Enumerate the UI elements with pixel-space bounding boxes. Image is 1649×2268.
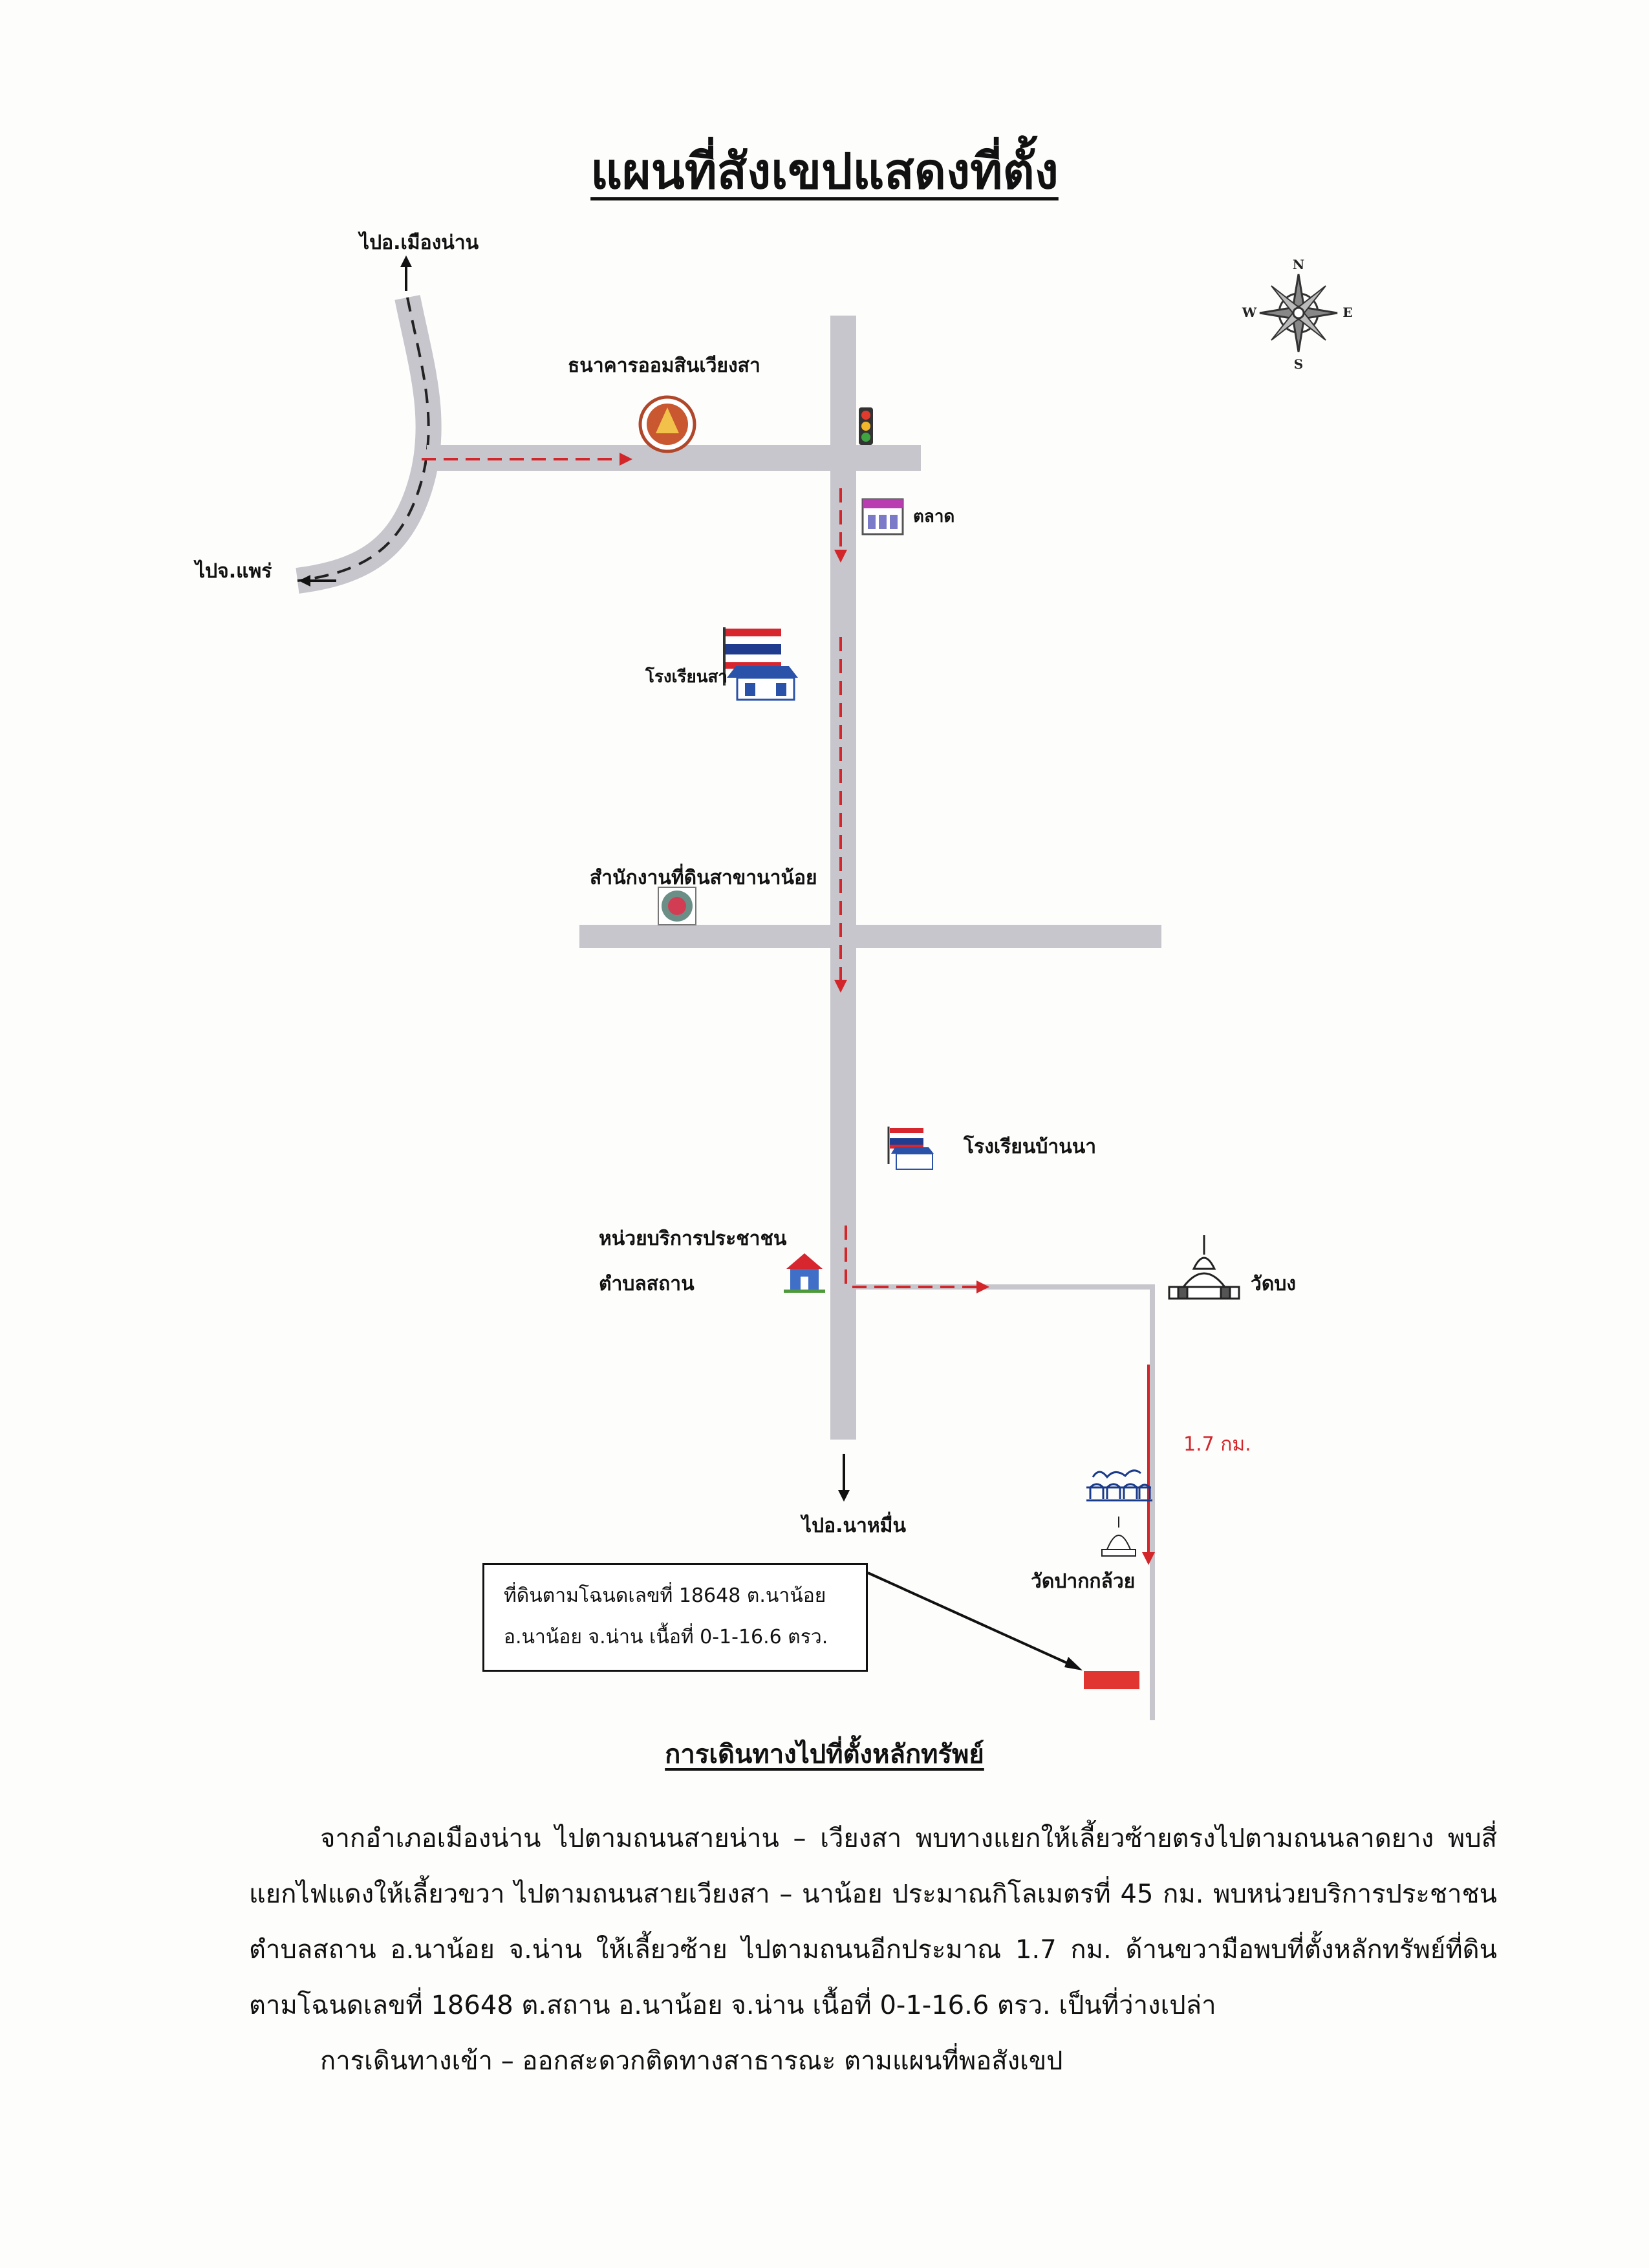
parcel-callout: ที่ดินตามโฉนดเลขที่ 18648 ต.นาน้อย อ.นาน… xyxy=(482,1563,868,1672)
label-market: ตลาด xyxy=(913,507,955,526)
road-wat-bong xyxy=(856,1284,1155,1720)
label-to-na-muen: ไปอ.นาหมื่น xyxy=(802,1515,906,1537)
route-arrowheads xyxy=(620,453,1155,1565)
market-icon xyxy=(861,498,904,535)
label-to-phrae: ไปจ.แพร่ xyxy=(195,560,272,583)
label-bank: ธนาคารออมสินเวียงสา xyxy=(568,354,760,377)
parcel-pointer-line xyxy=(867,1571,1074,1667)
compass-rose-icon xyxy=(1259,274,1338,352)
bank-logo-icon xyxy=(638,395,696,453)
wat-pak-kluai-stupa-icon xyxy=(1101,1517,1136,1557)
label-distance: 1.7 กม. xyxy=(1183,1433,1251,1456)
label-wat-pak-kluai: วัดปากกล้วย xyxy=(1031,1570,1136,1593)
parcel-marker xyxy=(1084,1671,1139,1689)
traffic-light-icon xyxy=(859,407,873,445)
direction-arrows xyxy=(299,255,850,1502)
directions-title: การเดินทางไปที่ตั้งหลักทรัพย์ xyxy=(665,1740,984,1769)
svg-text:S: S xyxy=(1294,356,1303,372)
route-arrows xyxy=(422,458,984,1290)
page-title: แผนที่สังเขปแสดงที่ตั้ง xyxy=(590,142,1059,200)
road-land-office xyxy=(579,925,1161,948)
directions-paragraph-2: การเดินทางเข้า – ออกสะดวกติดทางสาธารณะ ต… xyxy=(320,2046,1063,2076)
house-icon xyxy=(784,1253,825,1293)
label-to-mueang-nan: ไปอ.เมืองน่าน xyxy=(360,232,479,254)
handdrawn-fence-icon xyxy=(1086,1469,1152,1502)
svg-text:N: N xyxy=(1293,257,1304,272)
label-service-unit-line1: หน่วยบริการประชาชน xyxy=(599,1227,787,1250)
road-nan-phrae xyxy=(296,295,442,594)
directions-text: จากอำเภอเมืองน่าน ไปตามถนนสายน่าน – เวีย… xyxy=(249,1811,1497,2089)
road-center-dashes xyxy=(297,297,430,582)
svg-text:E: E xyxy=(1342,305,1352,320)
parcel-line2: อ.นาน้อย จ.น่าน เนื้อที่ 0-1-16.6 ตรว. xyxy=(504,1626,828,1648)
label-wat-bong: วัดบง xyxy=(1251,1273,1297,1295)
svg-text:W: W xyxy=(1242,305,1257,320)
label-school-sa: โรงเรียนสา xyxy=(645,667,727,687)
label-service-unit-line2: ตำบลสถาน xyxy=(599,1273,695,1295)
wat-bong-stupa-icon xyxy=(1168,1235,1240,1300)
road-main xyxy=(830,316,856,1440)
directions-paragraph-1: จากอำเภอเมืองน่าน ไปตามถนนสายน่าน – เวีย… xyxy=(249,1824,1497,2020)
parcel-line1: ที่ดินตามโฉนดเลขที่ 18648 ต.นาน้อย xyxy=(504,1584,826,1607)
land-office-seal-icon xyxy=(658,887,696,925)
parcel-pointer-arrowhead xyxy=(1064,1657,1083,1670)
label-land-office: สำนักงานที่ดินสาขานาน้อย xyxy=(590,867,817,889)
school-sa-icon xyxy=(723,627,798,701)
school-ban-na-icon xyxy=(887,1127,934,1170)
label-school-ban-na: โรงเรียนบ้านนา xyxy=(964,1136,1097,1158)
compass-letters: N S E W xyxy=(1242,257,1353,372)
